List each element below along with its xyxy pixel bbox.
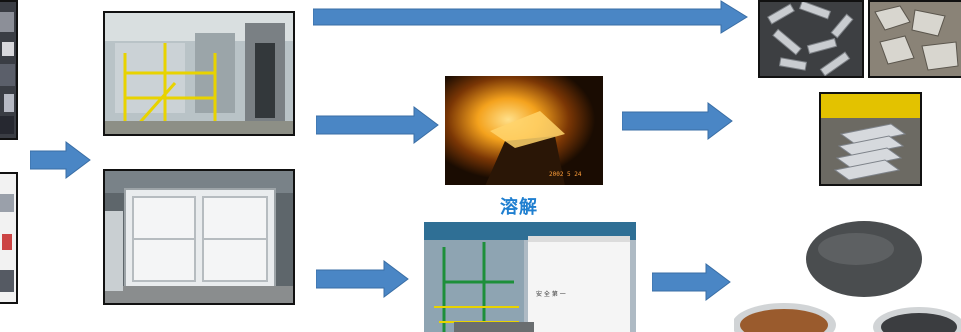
separation-plant-photo: 安 全 第 一 [424,222,636,332]
kiln-furnace-photo [103,169,295,305]
melting-label: 溶解 [500,197,538,218]
arrow-right-icon [316,106,439,144]
arrow-right-icon [622,102,733,140]
metal-scrap-photo [868,0,961,78]
arrow-right-icon [30,141,91,179]
arrow-right-long-icon [313,0,748,34]
melting-furnace-photo: 2002 5 24 [445,76,603,185]
processing-plant-photo [103,11,295,136]
dross-powder-photo [734,215,961,332]
plant-signage-text: 安 全 第 一 [536,290,566,298]
scrap-input-photo-bottom [0,172,18,304]
arrow-right-icon [652,263,731,301]
scrap-input-photo-top [0,0,18,140]
timestamp-text: 2002 5 24 [549,171,582,178]
arrow-right-icon [316,260,409,298]
metal-chips-photo [758,0,864,78]
aluminum-ingots-photo [819,92,922,186]
